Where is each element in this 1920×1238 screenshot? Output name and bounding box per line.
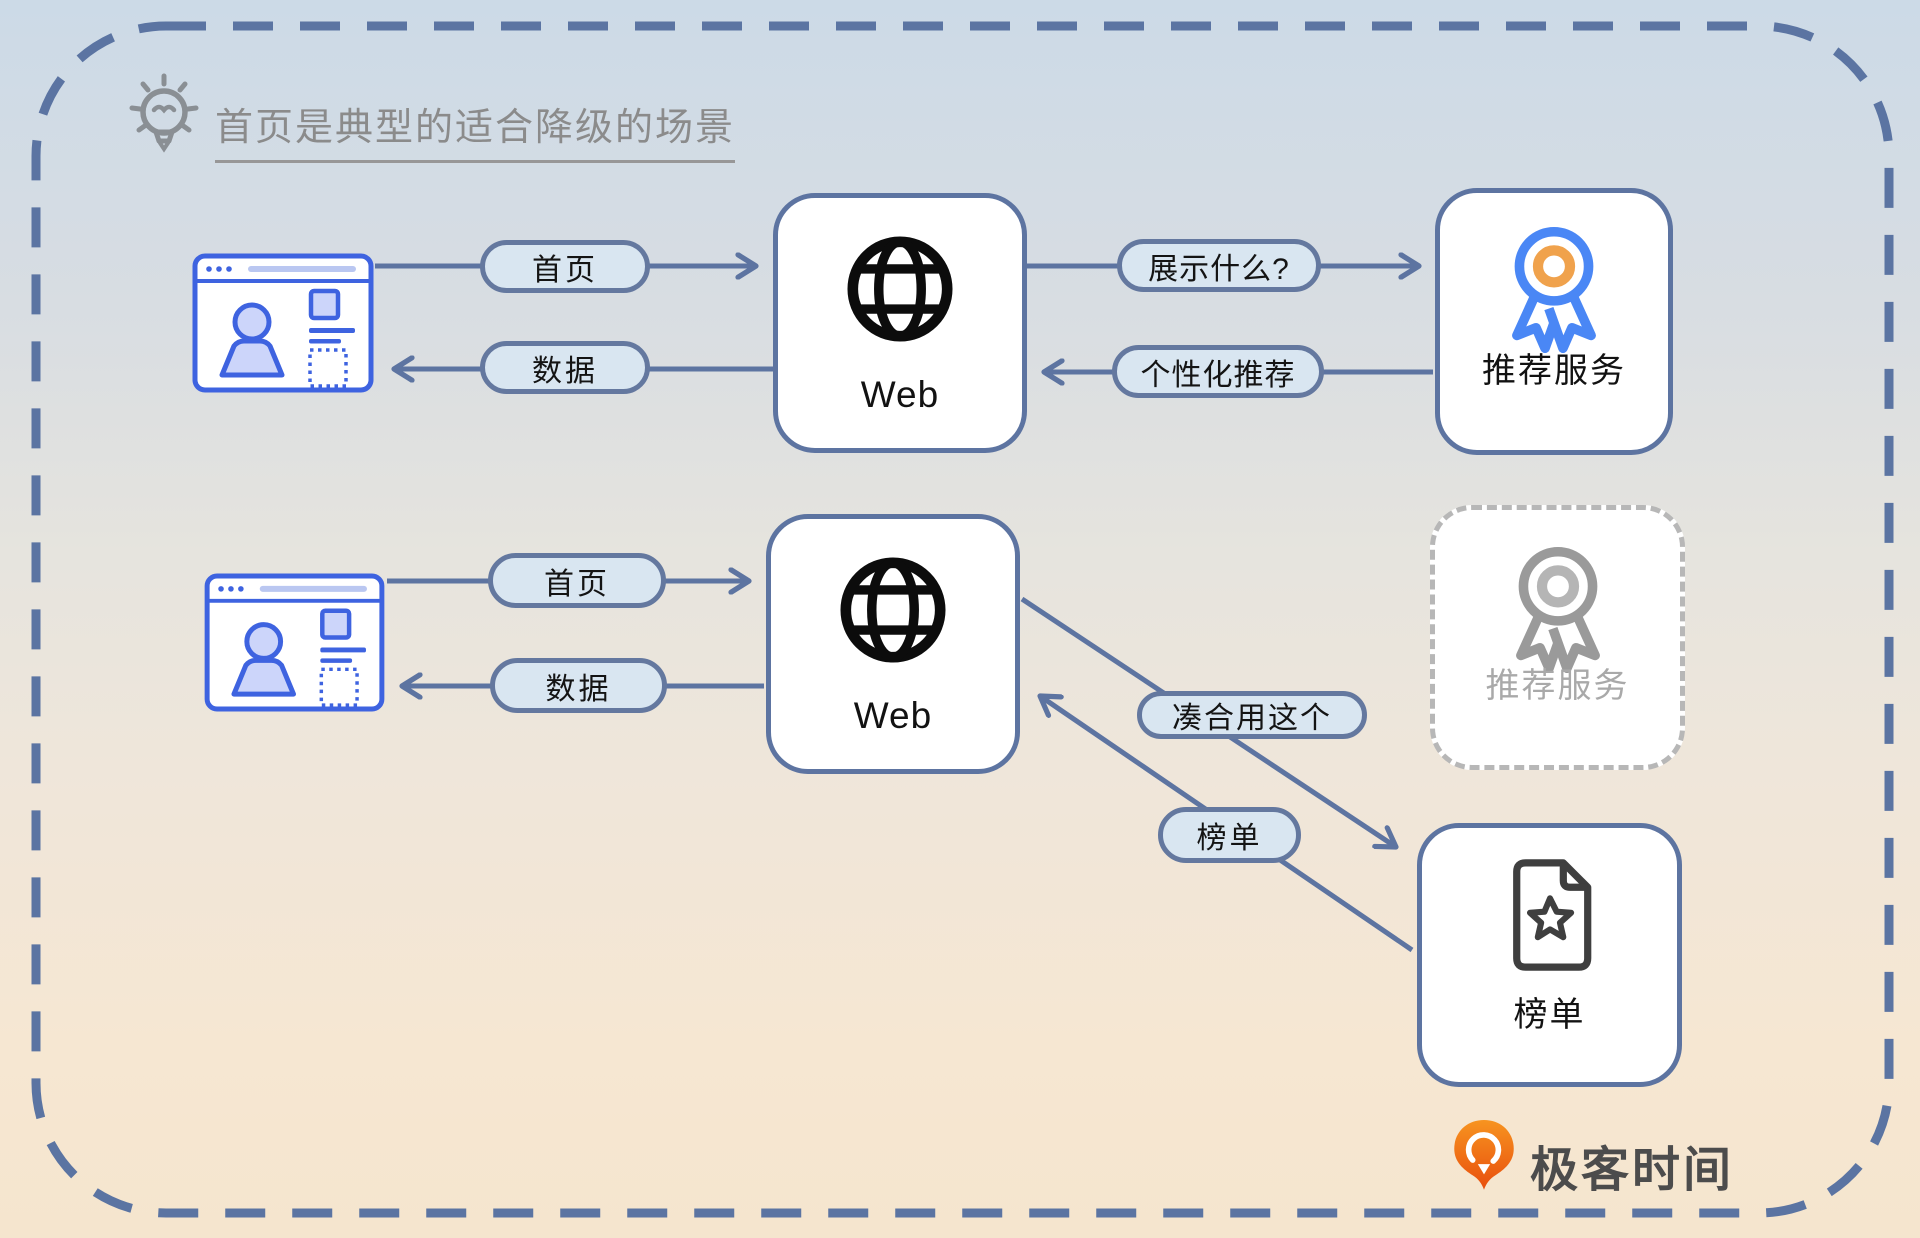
web-node-1: Web [773,193,1027,453]
pill-make-do: 凑合用这个 [1137,691,1367,739]
brand-logo: 极客时间 [1452,1118,1734,1203]
board-node-label: 榜单 [1513,996,1586,1034]
board-node: 榜单 [1417,823,1682,1087]
recommend-service-label: 推荐服务 [1482,352,1626,390]
web-node-label: Web [853,695,933,736]
browser-window-icon [192,253,374,399]
pill-data-response-2: 数据 [490,658,667,713]
pill-show-what: 展示什么? [1117,239,1321,292]
pill-data-response-1: 数据 [480,341,650,394]
lightbulb-icon [116,66,212,167]
pill-home-request-1: 首页 [480,240,650,293]
pill-home-request-2: 首页 [488,553,666,608]
diagram-note: 首页是典型的适合降级的场景 [215,96,736,163]
geektime-logo-icon [1452,1118,1516,1203]
recommend-service-degraded-label: 推荐服务 [1485,667,1630,705]
globe-icon [834,551,952,674]
recommend-service-node: 推荐服务 [1435,188,1673,455]
pill-board-request: 榜单 [1158,807,1301,863]
web-node-label: Web [860,374,940,415]
browser-window-icon-2 [203,573,386,718]
web-node-2: Web [766,514,1020,774]
recommend-service-degraded-node: 推荐服务 [1430,505,1685,770]
brand-name: 极客时间 [1530,1143,1735,1197]
globe-icon [841,230,959,353]
document-star-icon [1494,854,1606,981]
pill-personalized: 个性化推荐 [1112,345,1324,398]
